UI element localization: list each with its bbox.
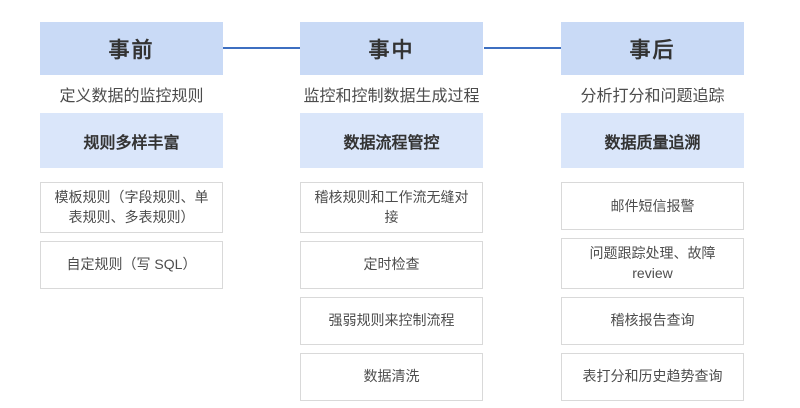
phase-subtitle-during: 监控和控制数据生成过程 — [303, 88, 480, 105]
item-custom-rules: 自定规则（写 SQL） — [40, 240, 223, 289]
item-strong-weak-rules: 强弱规则来控制流程 — [300, 296, 483, 345]
item-table-score-trend-query: 表打分和历史趋势查询 — [561, 352, 744, 401]
item-email-sms-alert: 邮件短信报警 — [561, 182, 744, 230]
item-audit-report-query: 稽核报告查询 — [561, 296, 744, 345]
connector-line-during-after — [484, 47, 561, 49]
item-audit-workflow-integration: 稽核规则和工作流无缝对接 — [300, 182, 483, 233]
phase-column-after: 事后 分析打分和问题追踪 数据质量追溯 邮件短信报警 问题跟踪处理、故障 rev… — [561, 22, 744, 401]
phase-column-before: 事前 定义数据的监控规则 规则多样丰富 模板规则（字段规则、单表规则、多表规则）… — [40, 22, 223, 289]
connector-line-before-during — [222, 47, 300, 49]
item-template-rules: 模板规则（字段规则、单表规则、多表规则） — [40, 182, 223, 233]
phase-subtitle-before: 定义数据的监控规则 — [59, 88, 204, 105]
phase-header-before: 事前 — [40, 22, 223, 75]
section-header-before: 规则多样丰富 — [40, 113, 223, 168]
phase-subtitle-after: 分析打分和问题追踪 — [580, 88, 725, 105]
item-issue-tracking-review: 问题跟踪处理、故障 review — [561, 238, 744, 289]
phase-column-during: 事中 监控和控制数据生成过程 数据流程管控 稽核规则和工作流无缝对接 定时检查 … — [300, 22, 483, 401]
section-header-during: 数据流程管控 — [300, 113, 483, 168]
section-header-after: 数据质量追溯 — [561, 113, 744, 168]
item-data-cleaning: 数据清洗 — [300, 352, 483, 401]
phase-header-during: 事中 — [300, 22, 483, 75]
phase-header-after: 事后 — [561, 22, 744, 75]
item-scheduled-check: 定时检查 — [300, 240, 483, 289]
